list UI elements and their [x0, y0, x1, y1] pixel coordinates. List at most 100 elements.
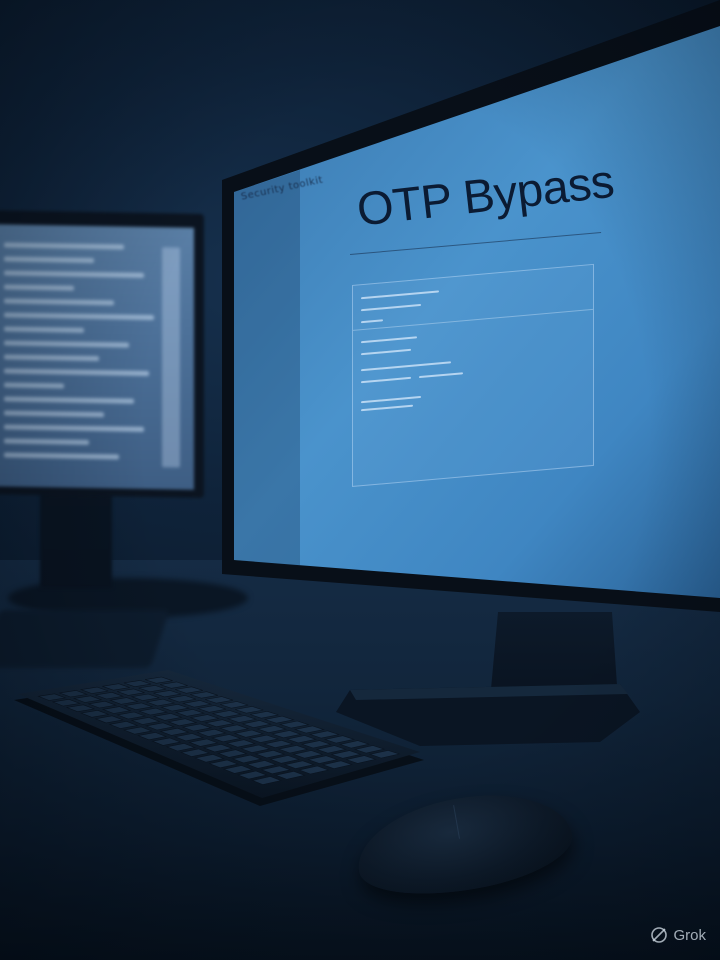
mouse-button-split: [452, 805, 460, 839]
keyboard-key: [137, 732, 168, 741]
screen-edge-shade: [234, 170, 300, 566]
keyboard-key: [323, 735, 356, 744]
keyboard-key: [250, 710, 279, 719]
keyboard-key: [222, 765, 254, 774]
keyboard-key: [188, 738, 219, 747]
keyboard-key: [277, 745, 309, 754]
keyboard-key: [300, 740, 332, 749]
keyboard-key: [251, 776, 283, 785]
keyboard-key: [174, 709, 205, 717]
keyboard-key: [353, 745, 386, 754]
watermark-label: Grok: [673, 926, 706, 944]
keyboard-key: [315, 745, 347, 754]
keyboard-key: [130, 693, 160, 701]
keyboard-key: [211, 710, 243, 718]
keyboard-key: [194, 754, 225, 763]
keyboard-key: [182, 700, 213, 708]
keyboard-key: [286, 735, 317, 744]
keyboard-key: [226, 715, 258, 723]
keyboard-key: [345, 755, 377, 764]
keyboard-key: [196, 728, 227, 737]
keyboard-key: [225, 739, 257, 748]
keyboard-key: [160, 681, 188, 689]
keyboard-key: [241, 720, 272, 728]
keyboard-key: [153, 690, 182, 698]
keyboard-key: [145, 722, 176, 731]
keyboard-key: [109, 697, 139, 705]
keyboard-key: [307, 755, 339, 764]
keyboard-key: [208, 759, 239, 769]
monitor-screen: [234, 26, 720, 598]
keyboard-key: [101, 706, 132, 714]
keyboard-key: [37, 693, 67, 701]
keyboard-key: [256, 725, 287, 734]
keyboard-key: [130, 717, 161, 725]
keyboard-key: [278, 720, 310, 729]
keyboard-key: [116, 688, 145, 696]
keyboard-key: [138, 707, 169, 716]
keyboard-key: [293, 725, 325, 734]
keyboard-key: [240, 744, 271, 753]
keyboard-keys: [37, 676, 401, 785]
keyboard-key: [298, 765, 330, 775]
keyboard-key: [271, 730, 302, 739]
keyboard-key: [204, 719, 235, 728]
keyboard-key: [79, 686, 109, 694]
keyboard-key: [217, 749, 248, 758]
keyboard-key: [231, 754, 263, 764]
monitor-stand-neck: [490, 612, 618, 700]
keyboard-key: [123, 680, 152, 688]
keyboard-key: [94, 715, 124, 724]
keyboard-key: [159, 727, 190, 736]
grok-logo-icon: [651, 927, 668, 943]
keyboard-key: [152, 713, 183, 721]
keyboard-key: [246, 760, 277, 769]
keyboard-key: [167, 718, 198, 727]
keyboard-key: [196, 705, 227, 713]
keyboard-key: [202, 743, 234, 753]
keyboard-key: [260, 765, 292, 775]
keyboard-key: [51, 698, 81, 707]
keyboard-key: [205, 696, 234, 704]
keyboard-key: [73, 695, 103, 703]
keyboard-key: [151, 737, 182, 746]
keyboard-key: [94, 691, 125, 700]
keyboard-key: [116, 711, 147, 720]
keyboard-key: [321, 760, 353, 770]
keyboard-key: [65, 704, 96, 713]
keyboard-key: [168, 695, 197, 703]
keyboard-key: [330, 750, 362, 759]
keyboard-key: [263, 739, 294, 749]
keyboard-key: [160, 703, 191, 712]
keyboard-key: [269, 755, 300, 764]
keyboard-key: [80, 709, 110, 718]
keyboard-key: [165, 743, 196, 752]
keyboard-key: [233, 729, 265, 738]
keyboard-key: [263, 715, 295, 724]
keyboard-key: [108, 720, 139, 729]
keyboard-key: [308, 730, 340, 739]
monitor-base-highlight: [350, 684, 628, 700]
keyboard-key: [210, 734, 242, 743]
left-monitor-stand: [40, 478, 112, 588]
keyboard-key: [87, 700, 117, 709]
keyboard-key: [248, 734, 280, 743]
keyboard-key: [368, 750, 401, 759]
keyboard-key: [123, 702, 154, 711]
keyboard-key: [338, 740, 371, 749]
monitor-stand-base: [336, 684, 640, 746]
keyboard-key: [190, 691, 218, 699]
watermark: Grok: [650, 926, 706, 944]
keyboard-key: [283, 760, 315, 769]
keyboard-key: [180, 748, 211, 757]
keyboard-key: [175, 686, 203, 694]
keyboard-key: [181, 723, 213, 732]
keyboard-key: [145, 698, 176, 707]
keyboard-key: [58, 690, 88, 698]
keyboard-key: [102, 683, 130, 691]
keyboard-key: [173, 733, 205, 742]
keyboard-key: [220, 701, 249, 709]
